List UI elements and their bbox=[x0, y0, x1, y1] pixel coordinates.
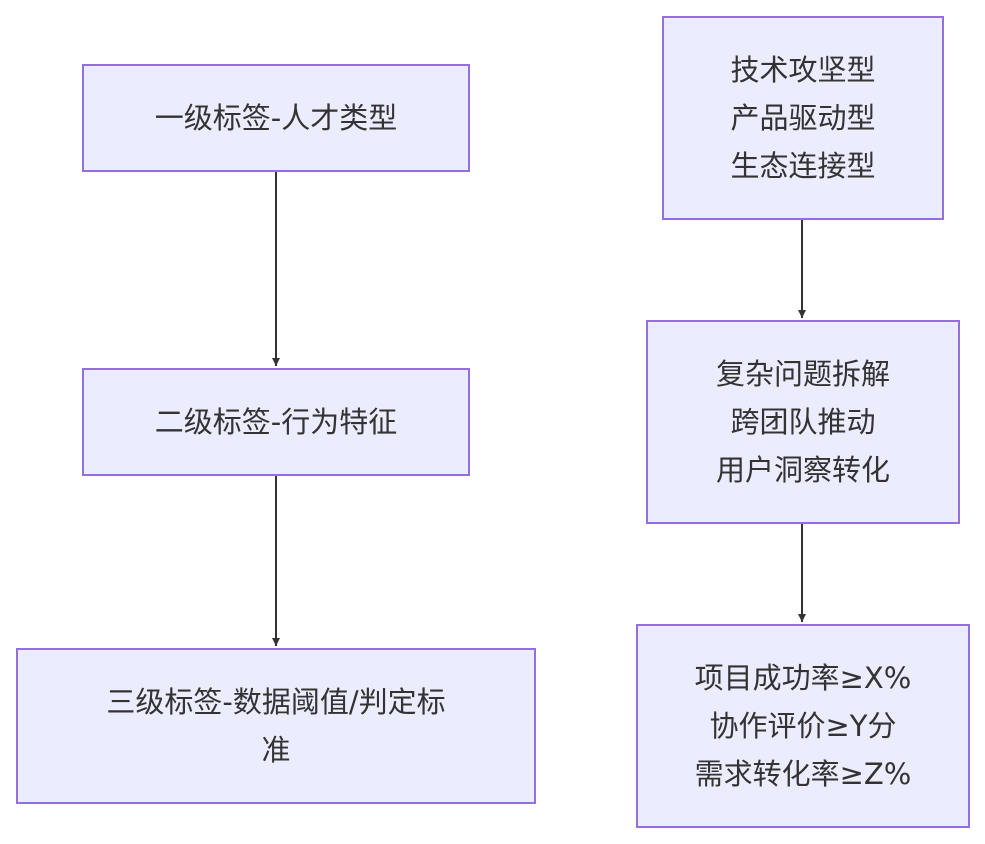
node-talent-types: 技术攻坚型 产品驱动型 生态连接型 bbox=[662, 16, 944, 220]
node-label-line-2: 产品驱动型 bbox=[730, 101, 876, 135]
node-label-line-1: 技术攻坚型 bbox=[730, 53, 876, 87]
node-label-line-2: 协作评价≥Y分 bbox=[709, 709, 897, 743]
node-level1-talent-type: 一级标签-人才类型 bbox=[82, 64, 470, 172]
node-label-line-3: 用户洞察转化 bbox=[715, 453, 890, 487]
node-label-line-1: 三级标签-数据阈值/判定标 bbox=[106, 685, 446, 719]
node-label-line-1: 项目成功率≥X% bbox=[694, 661, 912, 695]
node-thresholds: 项目成功率≥X% 协作评价≥Y分 需求转化率≥Z% bbox=[636, 624, 970, 828]
node-label-line-2: 跨团队推动 bbox=[730, 405, 876, 439]
node-label-line-1: 复杂问题拆解 bbox=[715, 357, 890, 391]
node-label-line-3: 生态连接型 bbox=[730, 149, 876, 183]
node-level3-data-threshold: 三级标签-数据阈值/判定标 准 bbox=[16, 648, 536, 804]
node-label-line-2: 准 bbox=[261, 733, 291, 767]
node-behaviors: 复杂问题拆解 跨团队推动 用户洞察转化 bbox=[646, 320, 960, 524]
node-label-line-3: 需求转化率≥Z% bbox=[694, 757, 912, 791]
node-level2-behavior-traits: 二级标签-行为特征 bbox=[82, 368, 470, 476]
node-label: 一级标签-人才类型 bbox=[154, 101, 398, 135]
node-label: 二级标签-行为特征 bbox=[154, 405, 398, 439]
